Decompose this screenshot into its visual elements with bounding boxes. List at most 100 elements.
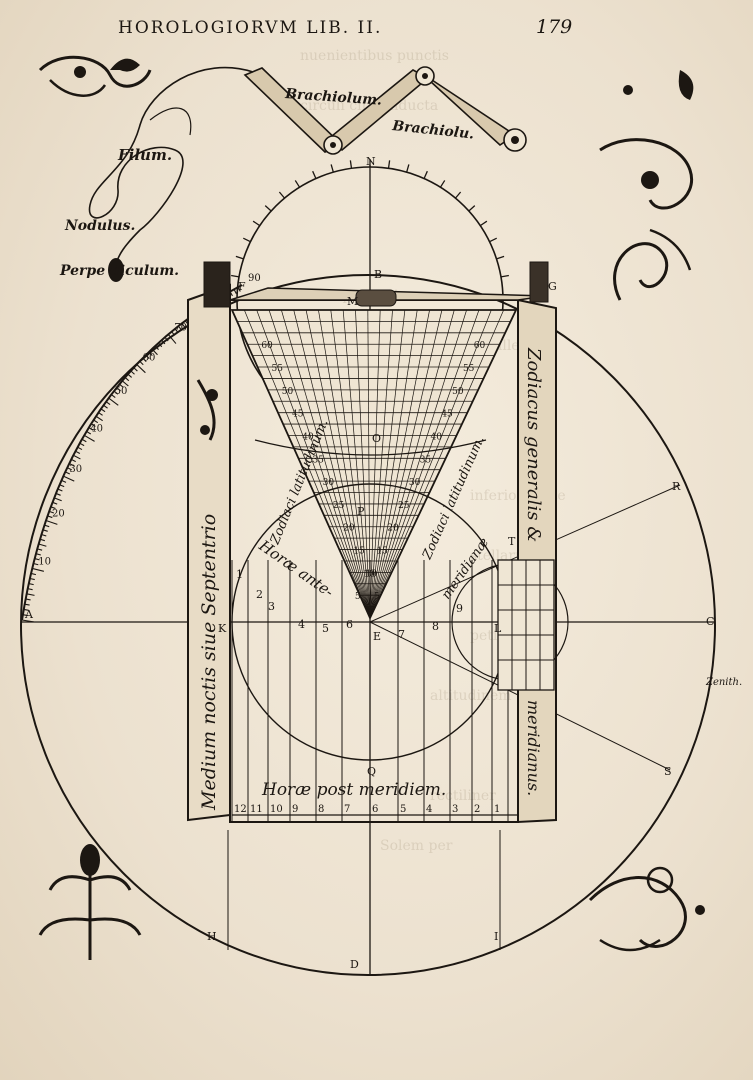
upper-tick (242, 237, 251, 243)
label-nodulus: Nodulus. (64, 218, 135, 234)
latitude-number: 30 (409, 478, 421, 488)
hour-number-mid: 8 (432, 620, 439, 633)
quadrant-tick (136, 364, 146, 374)
latitude-number: 40 (302, 432, 314, 442)
quadrant-tick (48, 510, 55, 514)
quadrant-tick (164, 336, 169, 342)
quadrant-tick (171, 331, 176, 336)
label-perpendiculum: Perpe diculum. (59, 263, 179, 279)
latitude-number: 45 (292, 410, 304, 420)
quadrant-tick (27, 588, 33, 591)
quadrant-tick (130, 370, 135, 375)
quadrant-tick (44, 524, 50, 528)
hour-number-bottom: 8 (318, 804, 324, 815)
letter-r: R (672, 480, 681, 493)
latitude-number: 25 (333, 501, 345, 511)
cone-grid-ray (369, 309, 480, 619)
quadrant-tick (83, 434, 95, 442)
latitude-cone (230, 309, 518, 621)
cone-grid-ray (305, 309, 371, 619)
quadrant-tick (59, 484, 65, 488)
cone-grid-ray (369, 309, 418, 619)
letter-q: Q (367, 765, 376, 778)
inner-arc (254, 439, 487, 456)
quadrant-tick (42, 529, 48, 532)
latitude-number: 5 (374, 592, 380, 602)
latitude-number: 55 (272, 364, 284, 374)
quadrant-tick (116, 387, 121, 392)
cone-grid-ray (268, 309, 371, 619)
latitude-number: 35 (420, 455, 432, 465)
letter-k: K (218, 622, 227, 635)
quadrant-tick (41, 533, 47, 537)
quadrant-tick (37, 548, 43, 551)
margin-note: Zenith. (705, 677, 742, 688)
cone-grid-ray (330, 309, 371, 619)
quadrant-tick (93, 419, 99, 424)
quadrant-tick (177, 325, 182, 331)
upper-tick (500, 274, 509, 278)
hour-number-mid: 2 (256, 588, 263, 601)
page-number: 179 (536, 16, 572, 38)
letter-i: I (494, 930, 498, 943)
quadrant-tick (124, 377, 130, 382)
label-horae-post: Horæ post meridiem. (261, 780, 446, 800)
quadrant-tick (157, 342, 163, 348)
label-medium-noctis: Medium noctis siue Septentrio (198, 514, 220, 811)
quadrant-tick (35, 553, 41, 556)
ornament-bottom-left (38, 844, 142, 960)
letter-p: P (357, 505, 365, 518)
cone-grid-ray (369, 309, 467, 619)
upper-tick (231, 274, 240, 278)
cone-grid (237, 309, 511, 619)
brachiolum-arms (243, 66, 527, 155)
quadrant-tick (151, 348, 158, 356)
upper-tick (349, 160, 353, 169)
hour-number-bottom: 11 (250, 804, 263, 815)
quadrant-tick (98, 412, 103, 416)
quadrant-tick (154, 345, 159, 351)
quadrant-tick (81, 438, 87, 443)
label-horae-ante: Horæ ante- (255, 536, 337, 601)
label-brachiolum-right: Brachiolu. (391, 118, 475, 143)
hour-number-bottom: 7 (344, 804, 350, 815)
latitude-number: 30 (323, 478, 335, 488)
quadrant-tick (181, 323, 186, 328)
svg-text:Solem per: Solem per (380, 838, 453, 854)
letter-g: G (548, 280, 557, 293)
quadrant-number: 60 (143, 352, 156, 363)
zodiac-table (497, 559, 555, 691)
cone-grid-ray (369, 309, 381, 619)
cone-grid-ray (355, 309, 371, 619)
label-filum: Filum. (117, 146, 172, 164)
great-circle (20, 274, 716, 976)
upper-tick (330, 164, 334, 173)
label-meridianus: meridianus. (524, 700, 543, 796)
cone-grid-ray (281, 309, 371, 619)
quadrant-number: 30 (69, 464, 82, 475)
letter-e: E (373, 630, 381, 643)
filum-string (88, 66, 254, 266)
quadrant-number: 40 (90, 423, 103, 434)
quadrant-tick (38, 543, 47, 547)
running-title: HOROLOGIORVM LIB. II. (118, 18, 382, 38)
ornament-top-right (599, 70, 694, 301)
quadrant-tick (29, 577, 35, 581)
quadrant-tick (45, 519, 58, 525)
latitude-number: 50 (282, 387, 294, 397)
quadrant-tick (86, 430, 92, 435)
cone-grid-ray (369, 309, 492, 619)
upper-tick (468, 205, 476, 212)
quadrant-tick (237, 286, 241, 292)
latitude-number: 10 (364, 569, 376, 579)
letter-o: O (372, 432, 381, 445)
quadrant-tick (139, 360, 144, 366)
quadrant-tick (142, 357, 147, 363)
quadrant-tick (127, 373, 133, 378)
upper-tick (406, 164, 410, 173)
quadrant-tick (174, 328, 179, 334)
hour-number-bottom: 6 (372, 804, 378, 815)
hour-lines (231, 560, 518, 822)
quadrant-tick (33, 562, 39, 566)
latitude-number: 5 (355, 592, 361, 602)
